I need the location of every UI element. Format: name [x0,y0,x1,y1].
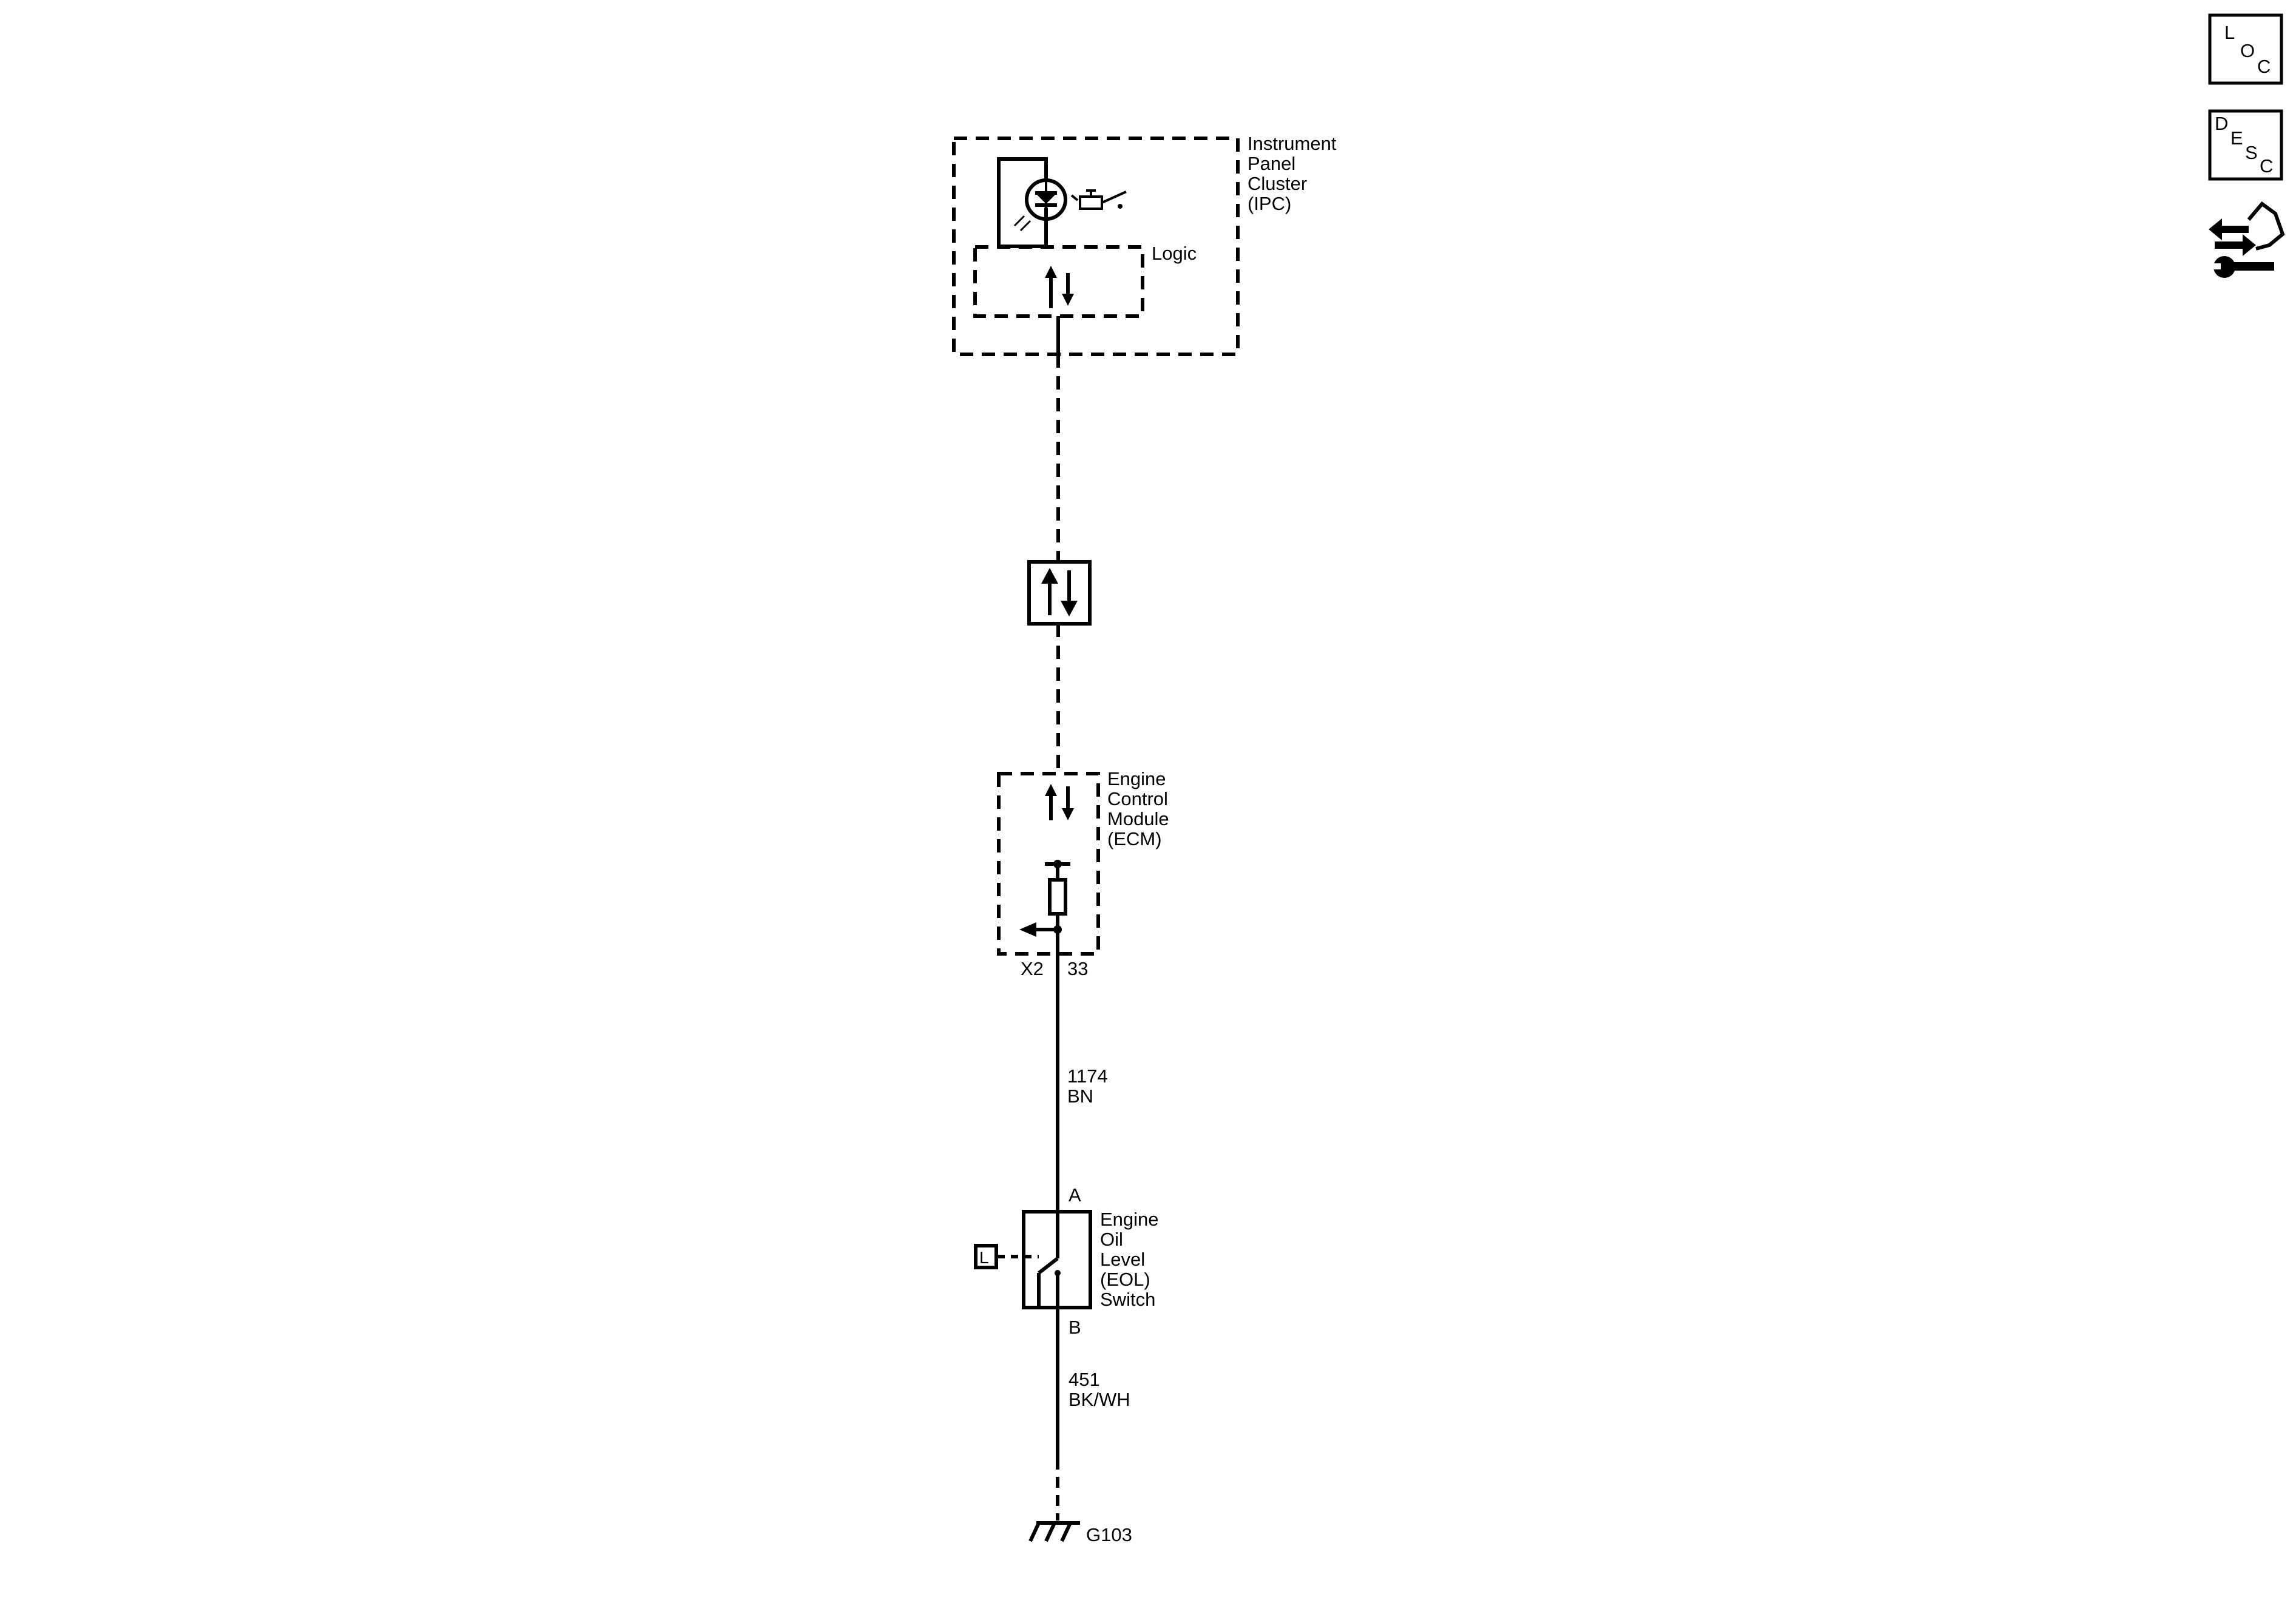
level-sensor-label: L [979,1248,989,1267]
ecm-module: Engine Control Module (ECM) [997,768,1169,956]
ground-label: G103 [1086,1524,1132,1545]
ipc-label-line4: (IPC) [1248,193,1291,214]
switch-label-line1: Engine [1100,1209,1159,1230]
level-sensor-box [974,1244,998,1269]
ecm-label-line3: Module [1107,808,1169,829]
wire1-circuit-label: 1174 [1067,1065,1108,1087]
ground-icon [1028,1521,1080,1542]
wire2-circuit-label: 451 [1069,1369,1100,1390]
desc-letter-s: S [2245,142,2258,163]
connector-arrows-icon [2209,201,2285,256]
wrench-icon [2212,256,2274,278]
switch-label-line3: Level [1100,1249,1145,1270]
desc-letter-e: E [2230,127,2243,149]
loc-letter-c: C [2257,56,2271,77]
ecm-connector-label: X2 [1021,958,1044,979]
oil-can-icon [1070,189,1127,210]
ecm-label-line4: (ECM) [1107,828,1162,849]
signal-input-arrow-icon [1019,922,1058,937]
wire1-color-label: BN [1067,1085,1093,1107]
ecm-data-arrows-icon [1045,784,1074,820]
logic-label: Logic [1152,243,1197,264]
ipc-label-line1: Instrument [1248,133,1337,154]
ecm-label-line1: Engine [1107,768,1166,789]
switch-pin-b-label: B [1069,1317,1081,1338]
connector-service-button[interactable] [2209,201,2285,278]
loc-letter-o: O [2240,40,2255,61]
switch-label-line5: Switch [1100,1289,1155,1310]
eol-switch: A L Engine Oil Level (EOL) Switch B [974,1184,1159,1338]
ipc-label-line2: Panel [1248,153,1295,174]
ipc-data-arrows-icon [1045,266,1074,308]
indicator-led-icon [997,157,1067,248]
ecm-boundary [997,772,1100,956]
location-button[interactable]: L O C [2208,13,2283,85]
switch-label-line4: (EOL) [1100,1269,1150,1290]
desc-letter-c: C [2260,155,2273,177]
desc-letter-d: D [2215,113,2228,134]
ipc-module: Instrument Panel Cluster (IPC) Logic [952,133,1337,356]
ipc-label-line3: Cluster [1248,173,1307,194]
logic-boundary [973,245,1144,318]
pull-up-resistor-icon [1045,860,1070,934]
description-button[interactable]: D E S C [2208,109,2283,181]
switch-label-line2: Oil [1100,1229,1123,1250]
ipc-boundary [952,137,1240,356]
wire2-color-label: BK/WH [1069,1389,1130,1410]
serial-data-symbol [1027,560,1092,626]
ecm-label-line2: Control [1107,788,1168,809]
loc-letter-l: L [2224,22,2235,43]
ecm-pin-label: 33 [1067,958,1088,979]
switch-pin-a-label: A [1069,1184,1081,1206]
